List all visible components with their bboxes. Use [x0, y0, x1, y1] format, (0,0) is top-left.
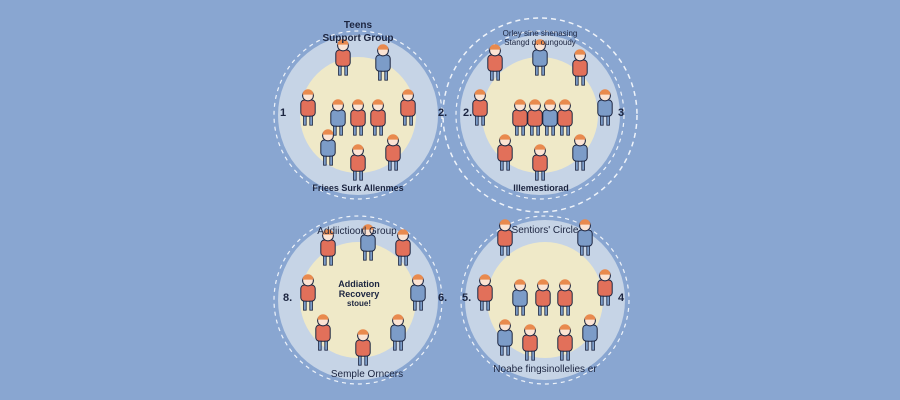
- person-figure: [557, 279, 573, 316]
- outer-dashed-ring: [442, 17, 638, 213]
- person-figure: [532, 39, 548, 76]
- group3-center-line2: Recovery: [338, 289, 380, 299]
- dashed-ring: [455, 30, 625, 200]
- person-figure: [497, 219, 513, 256]
- person-figure: [315, 314, 331, 351]
- group1-caption: Friees Surk Allenmes: [312, 183, 404, 193]
- group2-right-number: 3: [618, 107, 625, 119]
- person-figure: [355, 329, 371, 366]
- group4-right-number: 4: [618, 292, 625, 304]
- person-figure: [472, 89, 488, 126]
- person-figure: [577, 219, 593, 256]
- person-figure: [512, 99, 528, 136]
- group3-center-line3: stoue!: [347, 299, 371, 308]
- person-figure: [320, 229, 336, 266]
- group1-left-number: 1: [280, 107, 287, 119]
- person-figure: [535, 279, 551, 316]
- person-figure: [400, 89, 416, 126]
- person-figure: [350, 144, 366, 181]
- person-figure: [390, 314, 406, 351]
- second-group: [440, 15, 640, 215]
- group2-title-line1: Orley sine shenasing: [502, 29, 578, 38]
- group3-center-line1: Addiation: [338, 279, 380, 289]
- person-figure: [330, 99, 346, 136]
- addiction-circle-illustration: [273, 215, 443, 385]
- person-figure: [410, 274, 426, 311]
- dashed-ring: [273, 215, 443, 385]
- person-figure: [360, 224, 376, 261]
- addiction-group: [258, 200, 458, 400]
- person-figure: [497, 319, 513, 356]
- group3-caption: Semple Orncers: [330, 369, 404, 380]
- group3-right-number: 6.: [438, 292, 448, 304]
- person-figure: [370, 99, 386, 136]
- group2-caption: Illemestiorad: [513, 183, 569, 193]
- group1-right-number: 2.: [438, 107, 448, 119]
- person-figure: [572, 49, 588, 86]
- group4-left-number: 5.: [462, 292, 472, 304]
- person-figure: [300, 274, 316, 311]
- person-figure: [527, 99, 543, 136]
- person-figure: [582, 314, 598, 351]
- group2-left-number: 2.: [463, 107, 473, 119]
- person-figure: [375, 44, 391, 81]
- seniors-circle-illustration: [460, 215, 630, 385]
- person-figure: [512, 279, 528, 316]
- dashed-ring: [460, 215, 630, 385]
- group1-title-line2: Support Group: [322, 33, 394, 44]
- teens-support-group: [258, 15, 458, 215]
- person-figure: [542, 99, 558, 136]
- person-figure: [597, 269, 613, 306]
- person-figure: [385, 134, 401, 171]
- person-figure: [497, 134, 513, 171]
- person-figure: [532, 144, 548, 181]
- group4-caption: Noabe fingsinollelies er: [493, 364, 597, 375]
- group4-title: Sentiors' Circle: [511, 225, 579, 236]
- person-figure: [477, 274, 493, 311]
- group3-left-number: 8.: [283, 292, 293, 304]
- person-figure: [572, 134, 588, 171]
- group2-circle-illustration: [442, 17, 638, 213]
- person-figure: [395, 229, 411, 266]
- person-figure: [557, 99, 573, 136]
- person-figure: [522, 324, 538, 361]
- person-figure: [487, 44, 503, 81]
- person-figure: [320, 129, 336, 166]
- group3-title: Addiictioorl Group: [317, 226, 397, 237]
- person-figure: [300, 89, 316, 126]
- dashed-ring: [273, 30, 443, 200]
- person-figure: [350, 99, 366, 136]
- seniors-circle: [445, 200, 645, 400]
- teens-circle-illustration: [273, 30, 443, 200]
- group1-title-line1: Teens: [343, 20, 373, 31]
- person-figure: [597, 89, 613, 126]
- group2-title-line2: Stangd d. oungoudy: [504, 38, 576, 47]
- person-figure: [557, 324, 573, 361]
- person-figure: [335, 39, 351, 76]
